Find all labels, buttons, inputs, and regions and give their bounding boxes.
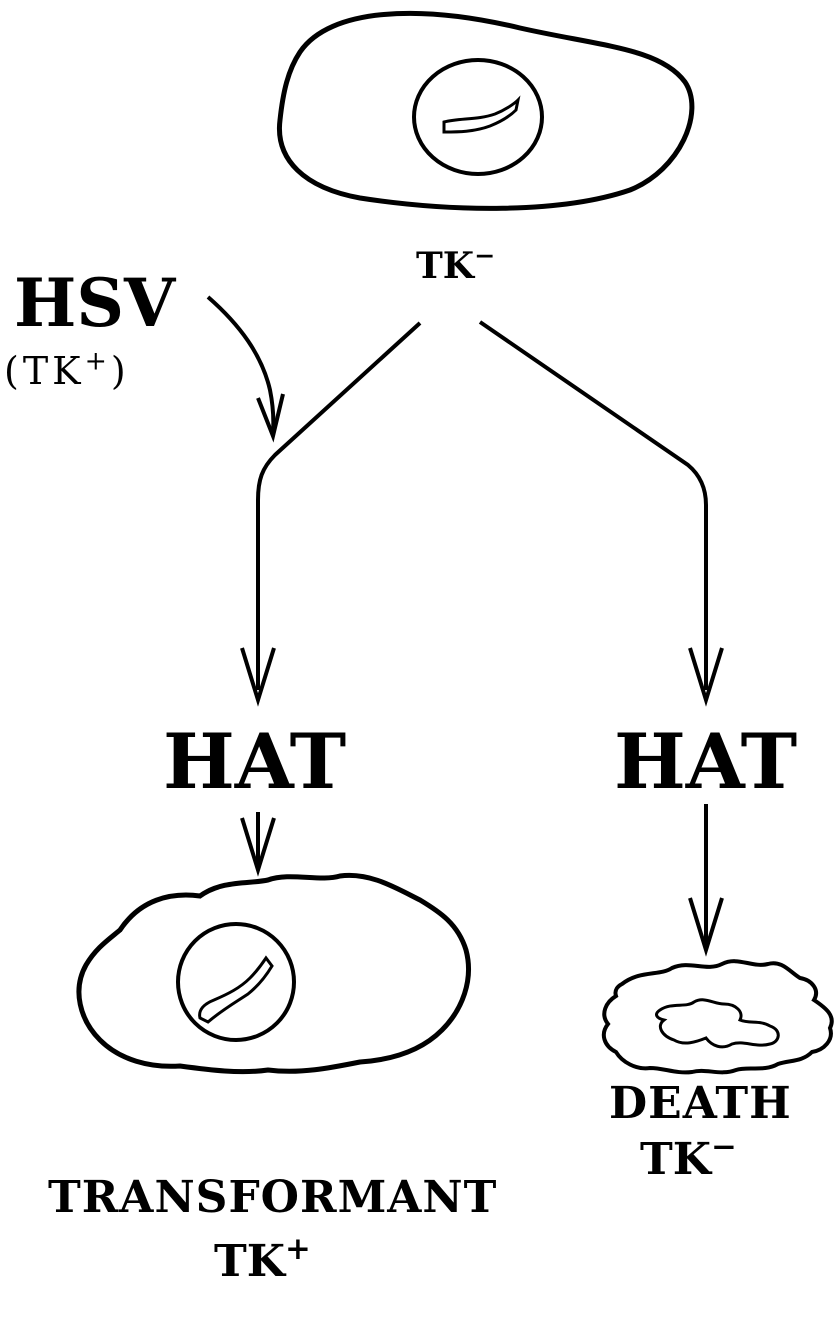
dead-cell-membrane	[601, 959, 834, 1075]
branch-lines	[256, 320, 708, 690]
parent-cell-nucleus	[412, 58, 544, 176]
transformant-cell-membrane	[76, 872, 471, 1075]
transformant-tk-sup: +	[284, 1231, 311, 1268]
parent-cell-dna	[442, 95, 521, 134]
right-hat-arrowhead	[688, 897, 724, 957]
left-branch-line	[256, 321, 422, 690]
hsv-arrow-head	[256, 393, 285, 443]
hsv-tk-close-paren: )	[110, 349, 130, 393]
death-tk-text: TK	[640, 1134, 711, 1185]
transformant-label: TRANSFORMANT	[48, 1172, 498, 1223]
left-branch-arrowhead	[240, 647, 276, 707]
hsv-tk-text: TK	[22, 349, 85, 393]
transformant-cell-dna	[198, 955, 274, 1024]
transformant-tk-text: TK	[214, 1236, 285, 1287]
dead-cell-icon	[601, 959, 834, 1075]
hsv-arrow	[206, 295, 285, 443]
hat-label-right: HAT	[614, 717, 798, 806]
right-branch-arrowhead	[688, 647, 724, 707]
dead-cell-debris	[655, 998, 780, 1049]
hsv-tk-label: (TK+)	[4, 348, 130, 393]
hsv-tk-sup: +	[84, 345, 111, 377]
death-label: DEATH	[609, 1078, 792, 1129]
parent-cell-membrane	[276, 10, 695, 211]
death-tk-sup: −	[710, 1129, 737, 1166]
hsv-tk-open-paren: (	[4, 349, 23, 393]
transformant-cell-nucleus	[176, 922, 296, 1042]
left-hat-arrowhead	[240, 817, 276, 877]
hsv-label: HSV	[14, 264, 176, 342]
hsv-arrow-shaft	[206, 295, 276, 433]
parent-tk-label: TK−	[416, 243, 495, 287]
parent-tk-text: TK	[416, 245, 475, 287]
right-branch-line	[478, 320, 708, 690]
death-tk-label: TK−	[640, 1132, 737, 1182]
parent-tk-sup: −	[474, 240, 496, 271]
transformant-tk-label: TK+	[214, 1234, 311, 1284]
parent-cell-icon	[276, 10, 695, 211]
transformant-cell-icon	[76, 872, 471, 1075]
hat-label-left: HAT	[163, 717, 347, 806]
